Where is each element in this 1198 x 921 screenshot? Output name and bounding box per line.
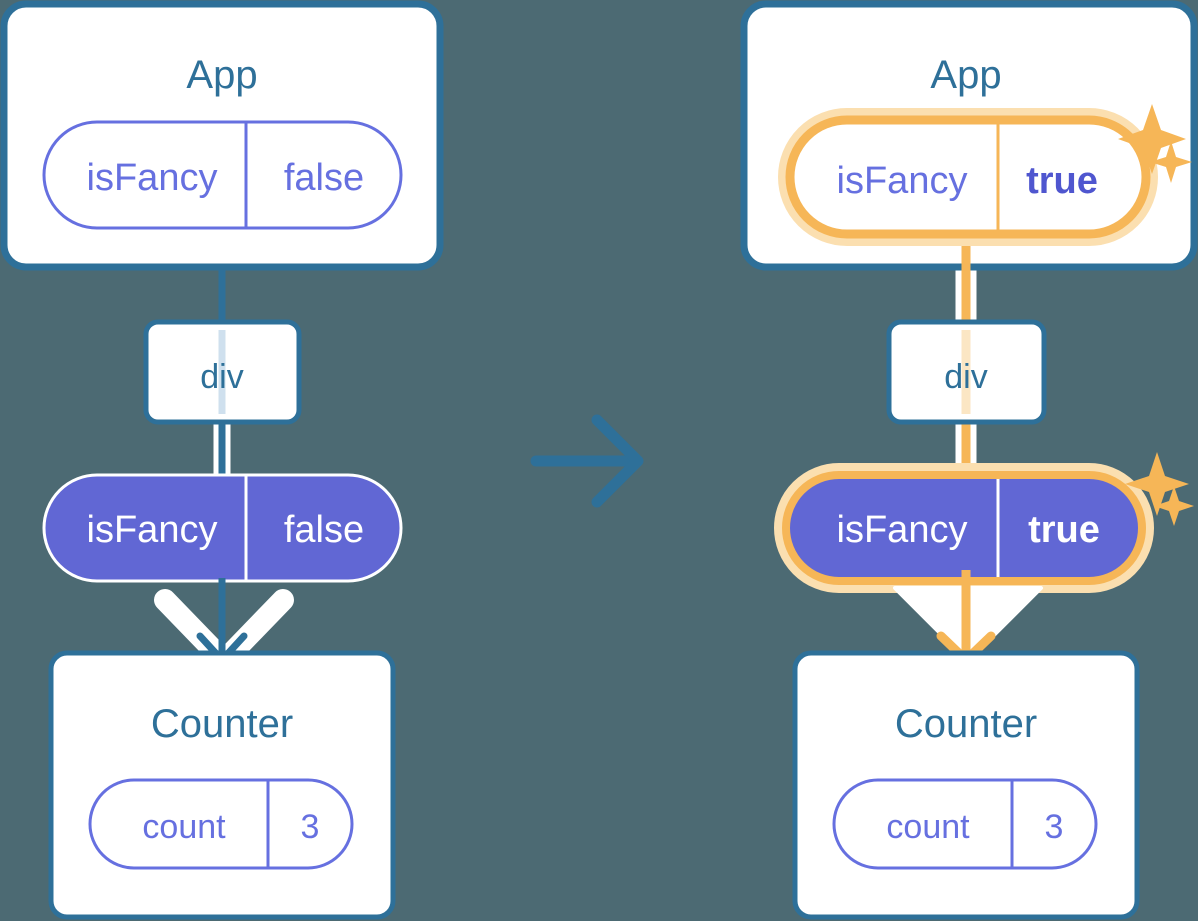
prop-pill-right-value: true xyxy=(1028,509,1100,551)
app-state-pill-left-value: false xyxy=(284,157,364,199)
app-state-pill-right-ring xyxy=(785,115,1151,239)
counter-title-right: Counter xyxy=(895,702,1037,746)
counter-state-pill-left-shape xyxy=(88,778,354,870)
app-title-right: App xyxy=(930,53,1001,97)
prop-pill-right: isFancy true xyxy=(774,463,1154,593)
app-state-pill-right-name: isFancy xyxy=(837,160,968,202)
prop-pill-right-name: isFancy xyxy=(837,509,968,551)
div-label-right: div xyxy=(944,358,987,396)
counter-state-pill-left: count 3 xyxy=(88,778,354,870)
sparkle-icon-app-right xyxy=(1118,104,1192,183)
counter-state-pill-right: count 3 xyxy=(832,778,1098,870)
app-state-pill-right: isFancy true xyxy=(778,108,1158,246)
app-state-pill-left: isFancy false xyxy=(42,120,403,230)
counter-state-pill-right-name: count xyxy=(886,808,970,846)
counter-state-pill-left-name: count xyxy=(142,808,226,846)
arrow-right-icon xyxy=(530,414,644,508)
sparkle-icon-prop-right xyxy=(1125,452,1194,526)
prop-pill-left-value: false xyxy=(284,509,364,551)
counter-title-left: Counter xyxy=(151,702,293,746)
app-state-pill-left-name: isFancy xyxy=(87,157,218,199)
counter-state-pill-left-value: 3 xyxy=(301,808,320,846)
div-label-left: div xyxy=(200,358,243,396)
counter-state-pill-right-value: 3 xyxy=(1045,808,1064,846)
prop-pill-left: isFancy false xyxy=(42,473,403,583)
counter-state-pill-right-shape xyxy=(832,778,1098,870)
flow-arrow-left xyxy=(154,578,294,672)
app-state-pill-right-value: true xyxy=(1026,160,1098,202)
app-state-pill-left-shape xyxy=(42,120,403,230)
app-title-left: App xyxy=(186,53,257,97)
prop-pill-left-name: isFancy xyxy=(87,509,218,551)
